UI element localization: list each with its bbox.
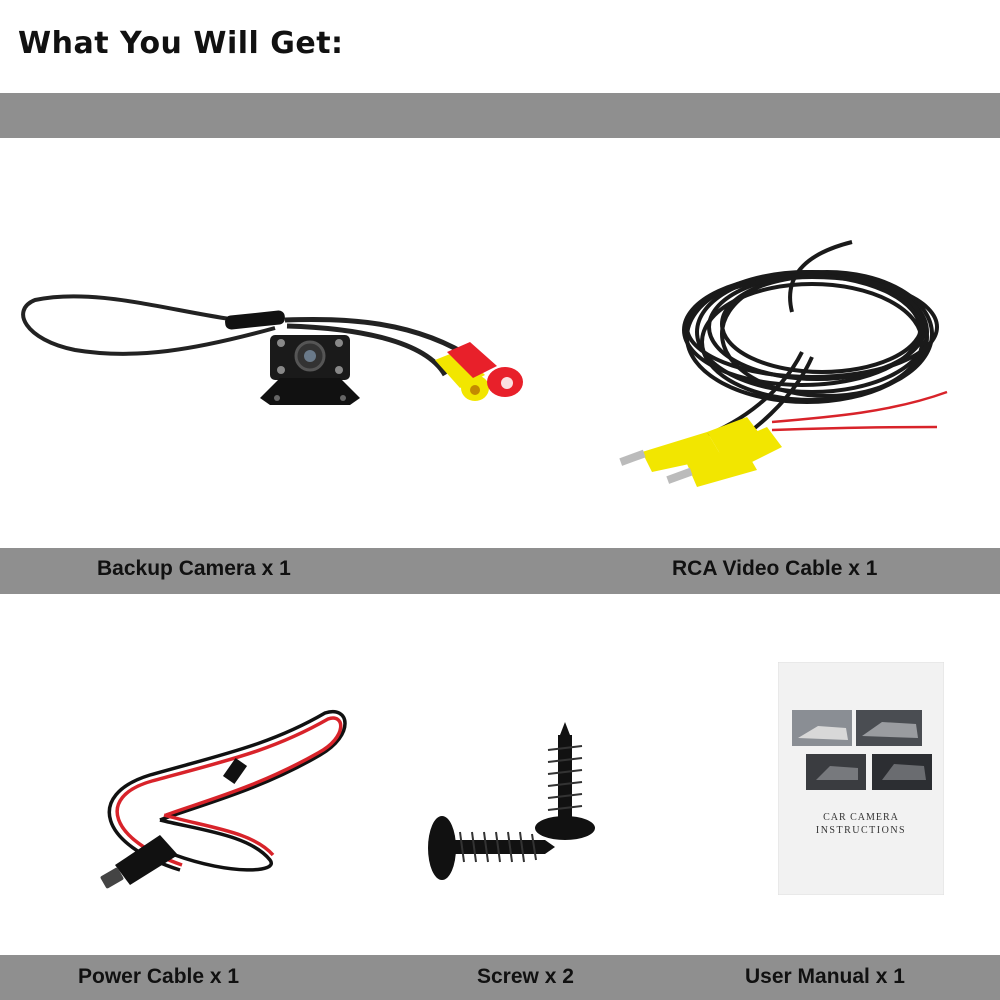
manual-title-line2: INSTRUCTIONS <box>815 825 907 836</box>
screw-label: Screw x 2 <box>477 965 574 988</box>
backup-camera-image <box>15 280 535 430</box>
bottom-label-band <box>0 955 1000 1000</box>
power-cable-image <box>90 705 360 895</box>
rca-video-cable-label: RCA Video Cable x 1 <box>672 557 878 580</box>
power-cable-label: Power Cable x 1 <box>78 965 240 988</box>
middle-label-band <box>0 548 1000 594</box>
rca-video-cable-image <box>612 232 952 492</box>
page-heading: What You Will Get: <box>18 26 344 61</box>
manual-title-line1: CAR CAMERA <box>823 812 899 823</box>
user-manual-image: CAR CAMERA INSTRUCTIONS <box>778 662 944 895</box>
user-manual-label: User Manual x 1 <box>745 965 905 988</box>
backup-camera-label: Backup Camera x 1 <box>97 557 291 580</box>
screws-image <box>420 720 605 890</box>
header-band <box>0 93 1000 138</box>
